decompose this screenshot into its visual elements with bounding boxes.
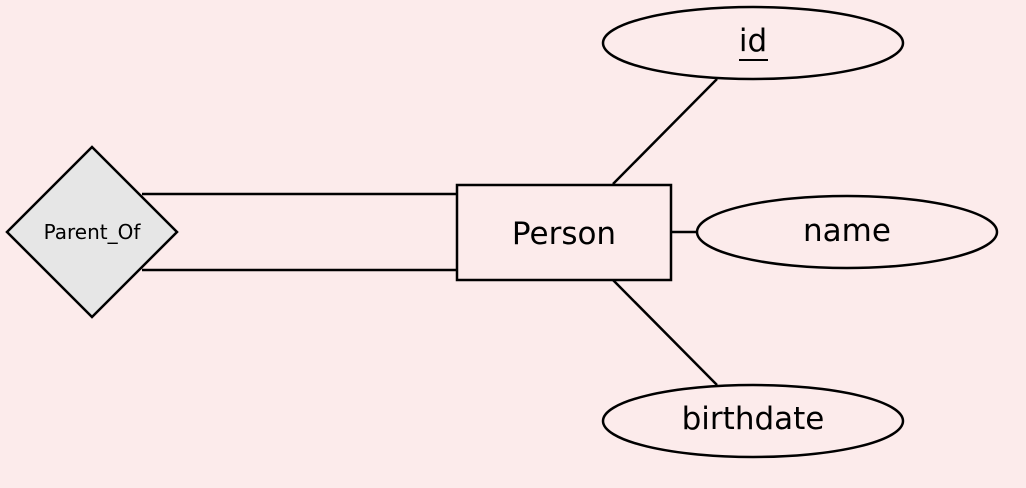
attribute-id[interactable]: id xyxy=(601,5,905,81)
attribute-ellipse xyxy=(695,194,999,270)
relationship-label: Parent_Of xyxy=(44,220,142,244)
edge-person-id xyxy=(612,78,718,185)
entity-person[interactable]: Person xyxy=(455,183,673,282)
attribute-ellipse xyxy=(601,5,905,81)
entity-label: Person xyxy=(512,216,616,252)
relationship-parent-of[interactable]: Parent_Of xyxy=(5,145,179,319)
relationship-diamond xyxy=(5,145,179,319)
attribute-label: name xyxy=(803,213,891,249)
attribute-label: birthdate xyxy=(682,401,825,437)
edge-person-birthdate xyxy=(612,279,718,386)
attribute-ellipse xyxy=(601,383,905,459)
attribute-name[interactable]: name xyxy=(695,194,999,270)
entity-box xyxy=(455,183,673,282)
attribute-birthdate[interactable]: birthdate xyxy=(601,383,905,459)
attribute-label: id xyxy=(739,23,767,59)
